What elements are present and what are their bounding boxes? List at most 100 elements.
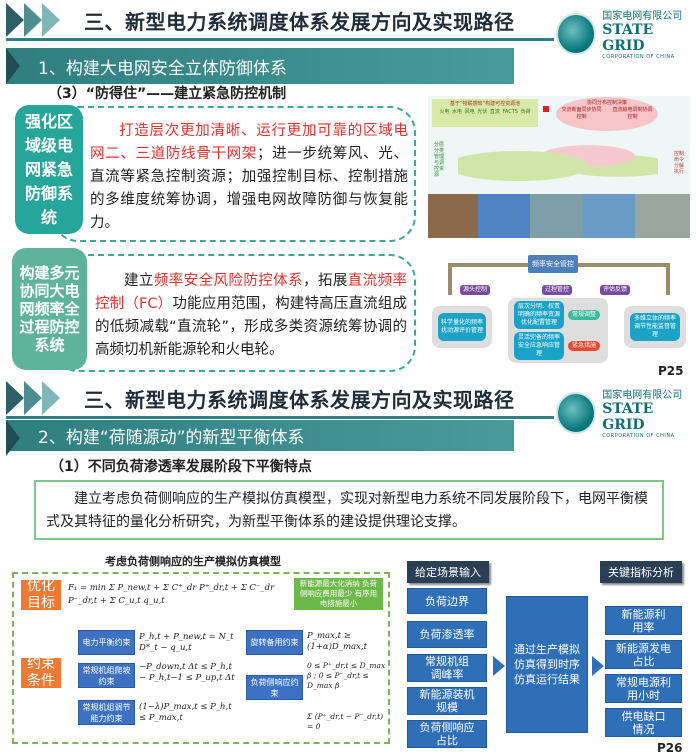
objective-note: 新能源最大化消纳 负荷侧响应费用最少 有序用电措施最小	[294, 578, 383, 610]
logo-en: STATE GRID	[602, 22, 654, 54]
label-feedback: 评估反馈	[600, 285, 630, 295]
input-item: 负荷边界	[407, 588, 487, 614]
constraint-label: 约束条件	[21, 656, 61, 689]
connector	[448, 263, 452, 295]
emergency-tag: 紧急措施	[568, 341, 600, 351]
formula: (1−λ)P_max,t ≤ P_h,t ≤ P_max,t	[139, 702, 232, 723]
intro-box: 建立考虑负荷侧响应的生产模拟仿真模型，实现对新型电力系统不同发展阶段下，电网平衡…	[34, 480, 664, 540]
section-title: 2、构建“荷随源动”的新型平衡体系	[38, 428, 305, 448]
constraint-ramp: 常规机组爬坡约束	[78, 663, 135, 688]
chevron-icon	[6, 3, 24, 37]
formula: 0 ≤ P⁺_dr,t ≤ D_max β ; 0 ≤ P⁻_dr,t ≤ D_…	[307, 661, 386, 690]
frequency-control-diagram: 频率安全管控 源头控制 过程管控 评估反馈 科学量化的频率扰动源评价管理 层次分…	[428, 248, 690, 363]
card1-text: 打造层次更加清晰、运行更加可靠的区域电网二、三道防线骨干网架；进一步统筹风、光、…	[90, 120, 408, 235]
routine-tag: 常规调整	[568, 310, 600, 320]
title-underline	[6, 416, 554, 419]
slide-title: 三、新型电力系统调度体系发展方向及实现路径	[84, 10, 515, 34]
left-box: 科学量化的频率扰动源评价管理	[438, 313, 486, 341]
subtitle: （3）“防得住”——建立紧急防控机制	[48, 86, 287, 102]
chevron-icon	[6, 381, 24, 415]
logo-sub: CORPORATION OF CHINA	[602, 433, 675, 439]
arrow-icon	[543, 106, 549, 112]
output-item: 新能源利用率	[605, 606, 682, 635]
resource-pool-title: 基于“物联感知”构建可控资源池	[449, 101, 521, 107]
section-title: 1、构建大电网安全立体防御体系	[38, 58, 287, 79]
formula: P_h,t + P_new,t = N_t D*_t − q_u,t	[139, 632, 234, 653]
objective-formula: F₁ = min Σ P_new,t + Σ C⁺_dr P⁺_dr,t + Σ…	[68, 583, 275, 606]
pool-item: 风电	[464, 109, 475, 115]
output-item: 常规电源利用小时	[605, 674, 682, 703]
frequency-center-box: 频率安全管控	[528, 255, 578, 273]
arrow-right-icon	[493, 656, 505, 676]
chevron-icon	[24, 381, 42, 415]
formula: −P_down,t Δt ≤ P_h,t − P_h,t−1 ≤ P_up,t …	[139, 662, 235, 683]
mid-top-box: 层次分明、权责明确的频率资源优化配置管理	[514, 301, 564, 329]
connector	[666, 263, 670, 295]
decision-ellipse: 协同分布控制决策 交流断面同步协同控制直流输电调制协调控制	[556, 97, 658, 131]
logo-sub: CORPORATION OF CHINA	[602, 54, 675, 60]
card2-text: 建立频率安全风险防控体系，拓展直流频率控制（FC）功能应用范围，构建特高压直流组…	[95, 273, 408, 358]
right-vertical-label: 控制命令分解执行	[674, 151, 686, 175]
process-box: 通过生产模拟仿真得到时序仿真运行结果	[506, 596, 588, 733]
section-bar: 2、构建“荷随源动”的新型平衡体系	[6, 420, 514, 456]
card1-tag: 强化区域级电网紧急防御系统	[15, 105, 83, 234]
constraint-power-balance: 电力平衡约束	[78, 630, 135, 655]
title-underline	[6, 38, 554, 41]
decision-item: 交流断面同步协同控制	[561, 107, 602, 120]
model-frame	[12, 572, 390, 744]
left-vertical-label: 分层分类管理与调控资源	[434, 142, 446, 178]
page-number: P25	[658, 364, 684, 378]
input-item: 负荷侧响应占比	[407, 720, 487, 748]
arrow-right-icon	[592, 656, 604, 676]
power-plant-photos	[428, 194, 690, 238]
constraint-demand-response: 负荷侧响应约束	[246, 675, 303, 700]
pool-item: 水电	[451, 109, 462, 115]
decision-title: 协同分布控制决策	[586, 100, 627, 106]
right-box: 多维立体的频率调节性能监督管理	[630, 313, 680, 341]
highlight: 直流频率控制（FC）	[95, 273, 408, 312]
chevron-icon	[42, 381, 60, 415]
input-header: 给定场景输入	[407, 561, 489, 583]
logo-en: STATE GRID	[602, 401, 654, 433]
decision-item: 直流输电调制协调控制	[612, 107, 653, 120]
objective-label: 优化目标	[21, 578, 61, 611]
constraint-regulation: 常规机组调节能力约束	[78, 700, 135, 725]
globe-icon	[556, 391, 597, 434]
subtitle: （1）不同负荷渗透率发展阶段下平衡特点	[50, 459, 312, 475]
output-header: 关键指标分析	[600, 561, 682, 583]
input-item: 新能源装机规模	[407, 687, 487, 715]
pool-item: 光伏	[477, 109, 488, 115]
globe-icon	[556, 12, 597, 55]
constraint-spinning-reserve: 旋转备用约束	[246, 630, 303, 655]
input-item: 负荷渗透率	[407, 621, 487, 648]
chevron-icon	[42, 3, 60, 37]
label-source: 源头控制	[460, 285, 490, 295]
output-item: 新能源发电占比	[605, 640, 682, 669]
pool-item: FACTS	[502, 109, 518, 115]
card1-highlight: 打造层次更加清晰、运行更加可靠的区域电网二、三道防线骨干网架	[90, 123, 408, 162]
logo-cn: 国家电网有限公司	[602, 390, 683, 401]
slide-title: 三、新型电力系统调度体系发展方向及实现路径	[84, 388, 515, 412]
input-item: 常规机组调峰率	[407, 654, 487, 682]
highlight: 频率安全风险防控体系	[153, 273, 304, 289]
pool-item: 火电	[439, 109, 450, 115]
logo-cn: 国家电网有限公司	[602, 11, 683, 22]
card2-tag: 构建多元协同大电网频率全过程防控系统	[12, 248, 87, 370]
section-bar: 1、构建大电网安全立体防御体系	[6, 48, 514, 84]
grid-map	[458, 136, 658, 186]
page-number: P26	[657, 741, 683, 755]
output-item: 供电缺口情况	[605, 708, 682, 737]
mid-bottom-box: 灵活完备的频率安全应急响应管理	[514, 332, 564, 360]
chevron-icon	[24, 3, 42, 37]
formula: Σ (P⁺_dr,t − P⁻_dr,t) = 0	[307, 712, 384, 731]
model-title: 考虑负荷侧响应的生产模拟仿真模型	[105, 555, 281, 568]
pool-item: 直流	[489, 109, 500, 115]
label-process: 过程管控	[542, 285, 572, 295]
pool-item: 负荷	[520, 109, 531, 115]
formula: P_max,t ≥ (1+α)D_max,t	[307, 631, 368, 652]
card1-body: ；进一步统筹风、光、直流等紧急控制资源；加强控制目标、控制措施的多维度统筹协调，…	[90, 146, 409, 231]
